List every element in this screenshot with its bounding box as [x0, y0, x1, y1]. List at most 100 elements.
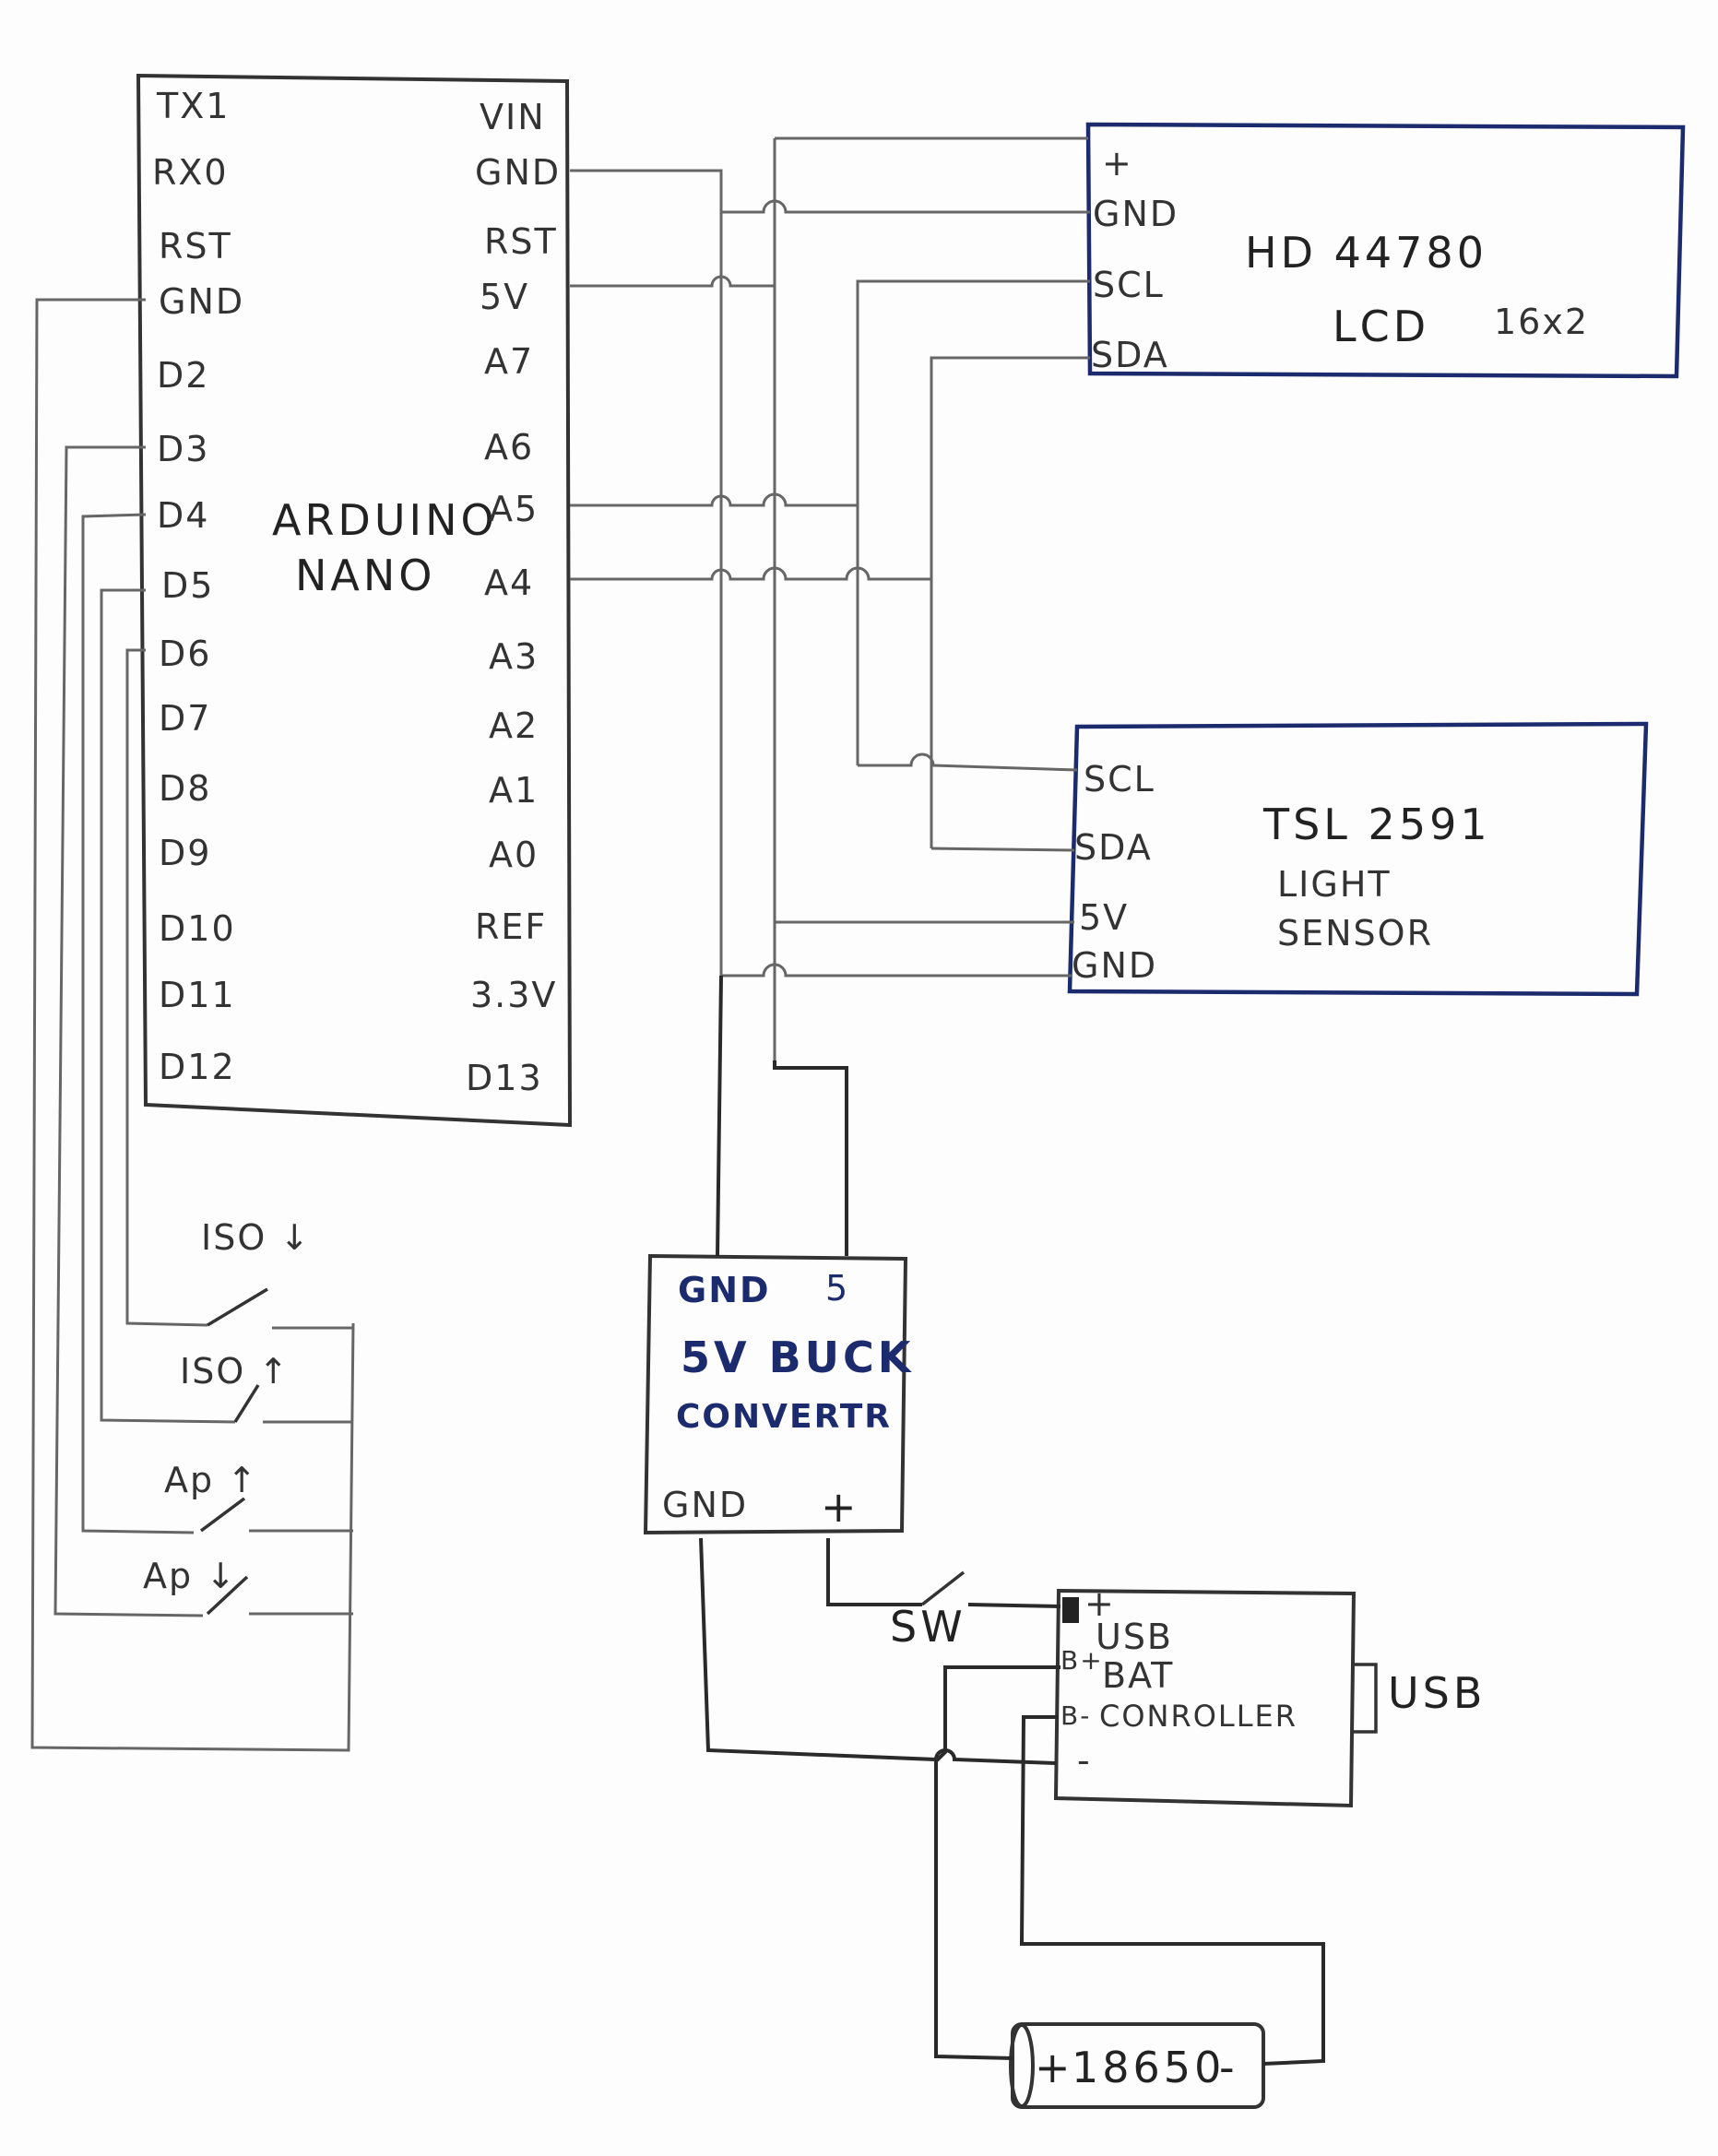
button-ap-up: Ap ↑ [164, 1460, 353, 1533]
arduino-right-pins: VIN GND RST 5V A7 A6 A5 A4 A3 A2 A1 A0 R… [466, 97, 561, 1098]
pin-d9: D9 [159, 833, 211, 873]
pin-gnd-left: GND [159, 281, 244, 322]
controller-line3: CONROLLER [1099, 1699, 1297, 1734]
wire-sensor-gnd [721, 963, 1072, 977]
buck-outline [643, 1253, 908, 1535]
button-ap-down: Ap ↓ [143, 1556, 353, 1616]
light-sensor-module: SCL SDA 5V GND TSL 2591 LIGHT SENSOR [1067, 721, 1649, 997]
wire-buck-plus [826, 1538, 922, 1606]
pin-a6: A6 [484, 427, 534, 468]
button-iso-up-contact [233, 1384, 260, 1423]
power-wires: SW [699, 975, 1325, 2066]
buck-gnd-bottom: GND [662, 1485, 748, 1525]
wire-lcd-scl [856, 279, 1090, 765]
controller-minus: - [1077, 1740, 1092, 1781]
pin-d13: D13 [466, 1058, 543, 1098]
usb-port-label: USB [1388, 1668, 1486, 1718]
pin-a4: A4 [484, 563, 534, 603]
pin-a1: A1 [489, 770, 539, 811]
lcd-subtitle: LCD [1333, 302, 1429, 351]
wire-a4 [570, 566, 931, 581]
pin-a3: A3 [489, 636, 539, 677]
lcd-outline [1085, 122, 1686, 379]
controller-b-minus: B- [1060, 1700, 1091, 1731]
sensor-pin-sda: SDA [1074, 827, 1153, 868]
lcd-pin-scl: SCL [1093, 265, 1165, 305]
button-wires [30, 298, 355, 1752]
pin-a2: A2 [489, 705, 539, 746]
wire-d5 [100, 588, 236, 1424]
battery-18650: + 18650 - [1009, 2022, 1265, 2109]
pin-d5: D5 [161, 565, 214, 606]
pin-d2: D2 [157, 355, 209, 396]
pin-d4: D4 [157, 495, 209, 536]
pin-vin: VIN [480, 97, 546, 137]
wire-d4 [81, 513, 195, 1534]
buck-five-top: 5 [825, 1268, 849, 1309]
wire-buck-gnd-controller [699, 1537, 1057, 1765]
pin-d7: D7 [159, 698, 211, 739]
pin-ref: REF [475, 906, 547, 947]
usb-port [1354, 1663, 1378, 1734]
battery-end-cap [1009, 2023, 1035, 2108]
wire-lcd-gnd [721, 199, 1090, 214]
controller-outline [1053, 1588, 1357, 1808]
pin-gnd-right: GND [475, 152, 561, 193]
button-iso-down: ISO ↓ [201, 1217, 353, 1330]
button-ap-up-label: Ap ↑ [164, 1460, 258, 1500]
switch-label: SW [890, 1602, 966, 1652]
lcd-module: + GND SCL SDA HD 44780 LCD 16x2 [1085, 122, 1686, 379]
controller-plus-terminal [1062, 1597, 1079, 1623]
sensor-pin-5v: 5V [1079, 897, 1129, 938]
pin-tx1: TX1 [156, 86, 230, 126]
signal-wires [570, 136, 1090, 1060]
arduino-outline [136, 73, 573, 1128]
lcd-size: 16x2 [1494, 302, 1589, 342]
button-iso-down-label: ISO ↓ [201, 1217, 311, 1258]
wire-switch-controller [967, 1603, 1061, 1608]
battery-label: 18650 [1072, 2043, 1225, 2092]
pin-a7: A7 [484, 341, 534, 382]
pin-d3: D3 [157, 429, 209, 469]
pin-3v3: 3.3V [470, 975, 557, 1015]
pin-a5: A5 [489, 489, 539, 529]
wire-gnd-bus [570, 169, 723, 976]
wire-gnd-left-bus [30, 298, 355, 1752]
wire-lcd-sda [930, 356, 1090, 848]
wire-sensor-sda [930, 847, 1075, 852]
pin-a0: A0 [489, 835, 539, 875]
controller-plus: + [1084, 1583, 1116, 1624]
button-ap-up-contact [199, 1497, 246, 1533]
power-switch [920, 1570, 966, 1606]
controller-b-plus: B+ [1060, 1645, 1104, 1676]
wire-d3 [53, 445, 204, 1617]
pin-rx0: RX0 [152, 152, 229, 193]
pin-5v: 5V [480, 277, 529, 317]
wire-battery-plus [934, 1665, 1060, 2060]
pin-d8: D8 [159, 768, 211, 809]
arduino-left-pins: TX1 RX0 RST GND D2 D3 D4 D5 D6 D7 D8 D9 … [152, 86, 244, 1087]
arduino-nano: ARDUINO NANO TX1 RX0 RST GND D2 D3 D4 D5… [136, 73, 573, 1128]
lcd-pin-gnd: GND [1093, 194, 1179, 234]
wire-a5 [570, 492, 858, 507]
wire-battery-minus [1019, 1715, 1325, 2066]
button-iso-down-contact [207, 1287, 268, 1327]
sensor-outline [1067, 721, 1649, 997]
lcd-title: HD 44780 [1245, 228, 1487, 278]
button-iso-up: ISO ↑ [180, 1351, 353, 1424]
button-ap-down-contact [206, 1575, 249, 1616]
buck-converter: GND 5 5V BUCK CONVERTR GND + [643, 1253, 914, 1535]
button-ap-down-label: Ap ↓ [143, 1556, 237, 1596]
pin-rst-right: RST [484, 221, 558, 262]
buck-title-line1: 5V BUCK [681, 1333, 914, 1382]
sensor-title: TSL 2591 [1262, 800, 1491, 849]
controller-line1: USB [1096, 1617, 1173, 1657]
sensor-pin-gnd: GND [1072, 945, 1157, 986]
lcd-pin-plus: + [1102, 143, 1133, 184]
pin-d12: D12 [159, 1047, 236, 1087]
wire-sensor-scl [858, 752, 1078, 772]
battery-controller: + USB BAT CONROLLER B+ B- - USB [1053, 1583, 1486, 1808]
wire-arduino-5v [570, 275, 775, 288]
pin-d10: D10 [159, 908, 236, 949]
battery-plus: + [1035, 2043, 1074, 2092]
